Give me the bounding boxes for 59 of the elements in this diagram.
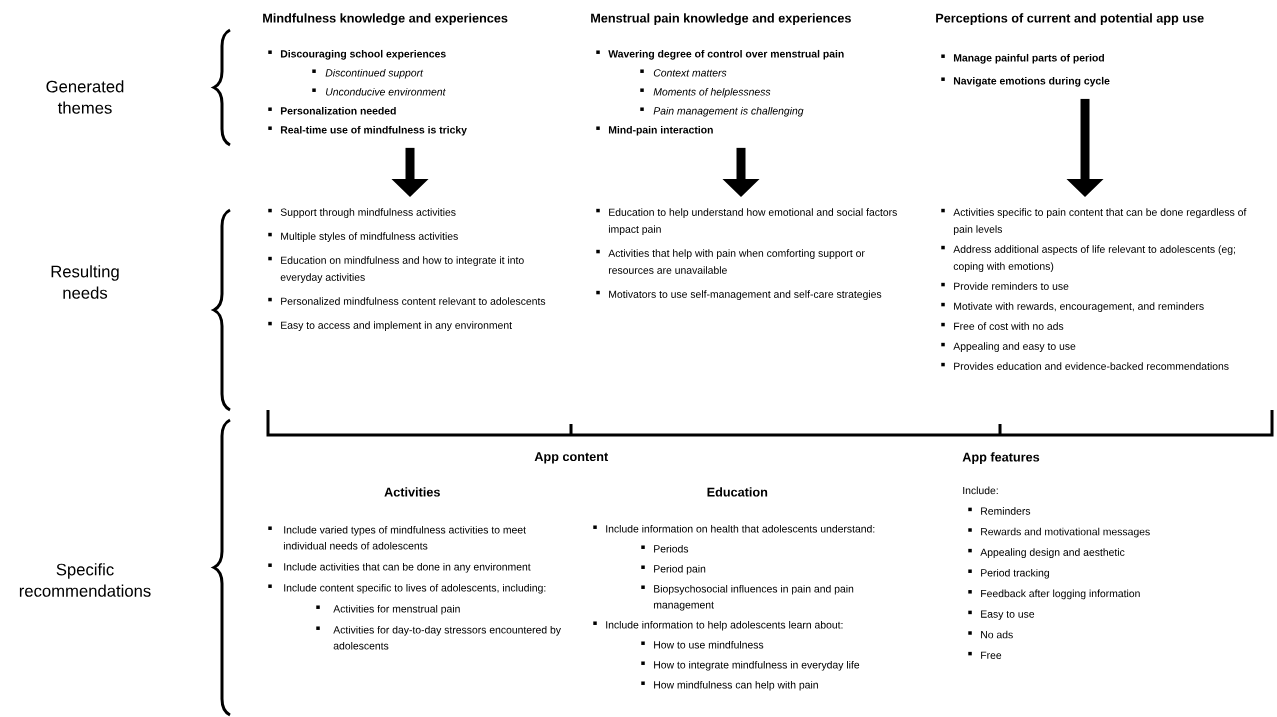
bullet-item: Manage painful parts of period (941, 53, 1104, 64)
bullet-item: Include varied types of mindfulness activities to meet individual needs of adolescents (268, 525, 526, 550)
bullet-item: Appealing and easy to use (941, 342, 1076, 352)
bullet-item: No ads (968, 630, 1013, 639)
bullet-item: Easy to use (968, 610, 1035, 620)
bullet-item: Navigate emotions during cycle (941, 76, 1110, 87)
bullet-item: Include information on health that adolescents understand: (593, 524, 875, 533)
bullet-item: Include content specific to lives of adolescents, including: (268, 583, 546, 594)
column-heading: Perceptions of current and potential app use (936, 13, 1204, 26)
bullet-item: Multiple styles of mindfulness activities (268, 232, 458, 242)
bullet-item: Mind-pain interaction (596, 125, 713, 136)
column-heading: Menstrual pain knowledge and experiences (591, 13, 851, 26)
bullet-item: Discouraging school experiences (268, 49, 446, 60)
bullet-item: Real-time use of mindfulness is tricky (268, 125, 467, 136)
bullet-item: Rewards and motivational messages (968, 527, 1150, 538)
bullet-item: Support through mindfulness activities (268, 208, 456, 218)
bullet-item: Activities specific to pain content that can be done regardless of pain levels (941, 208, 1247, 235)
row-label: Generated themes (46, 80, 124, 114)
sub-bullet-item: Periods (641, 544, 689, 553)
bullet-item: Wavering degree of control over menstrual pain (596, 49, 844, 60)
bullet-item: Include information to help adolescents learn about: (593, 620, 843, 631)
bullet-item: Personalization needed (268, 106, 396, 115)
bullet-item: Provides education and evidence-backed recommendations (941, 362, 1229, 370)
bullet-item: Include activities that can be done in any environment (268, 562, 531, 573)
column-heading: Education (707, 487, 768, 497)
sub-bullet-item: Biopsychosocial influences in pain and pain management (641, 584, 854, 611)
sub-bullet-item: Activities for day-to-day stressors encountered by adolescents (316, 625, 561, 650)
sub-bullet-item: Period pain (641, 564, 706, 575)
bullet-item: Education on mindfulness and how to integrate it into everyday activities (268, 256, 524, 283)
bullet-item: Education to help understand how emotional and social factors impact pain (596, 208, 897, 235)
sub-bullet-item: How to integrate mindfulness in everyday life (641, 660, 860, 671)
bullet-item: Activities that help with pain when comforting support or resources are unavailable (596, 249, 865, 274)
bullet-item: Address additional aspects of life relevant to adolescents (eg; coping with emotions) (941, 245, 1235, 272)
row-label: Resulting needs (51, 265, 119, 299)
bullet-item: Free of cost with no ads (941, 322, 1064, 330)
bullet-item: Reminders (968, 507, 1031, 515)
bullet-item: Motivators to use self-management and self-care strategies (596, 290, 882, 300)
sub-bullet-item: Moments of helplessness (640, 87, 771, 98)
column-heading: Mindfulness knowledge and experiences (263, 13, 508, 26)
bullet-item: Easy to access and implement in any environment (268, 321, 512, 331)
bullet-item: Period tracking (968, 568, 1049, 579)
bullet-item: Provide reminders to use (941, 282, 1069, 290)
sub-bullet-item: Unconducive environment (312, 87, 446, 96)
bullet-item: Appealing design and aesthetic (968, 548, 1125, 558)
column-heading: Activities (384, 487, 440, 497)
sub-bullet-item: How mindfulness can help with pain (641, 680, 818, 691)
bullet-item: Motivate with rewards, encouragement, and reminders (941, 302, 1204, 312)
sub-bullet-item: Discontinued support (312, 68, 424, 79)
row-label: Specific recommendations (19, 563, 151, 597)
bullet-item: Personalized mindfulness content relevant to adolescents (268, 297, 546, 305)
sub-bullet-item: Context matters (640, 69, 727, 77)
bullet-item: Feedback after logging information (968, 589, 1140, 600)
sub-bullet-item: How to use mindfulness (641, 640, 764, 649)
column-heading: App content (534, 452, 609, 464)
sub-bullet-item: Activities for menstrual pain (316, 604, 460, 615)
intro-text: Include: (963, 486, 998, 495)
bullet-item: Free (968, 651, 1002, 659)
column-heading: App features (962, 452, 1040, 465)
sub-bullet-item: Pain management is challenging (640, 106, 804, 117)
